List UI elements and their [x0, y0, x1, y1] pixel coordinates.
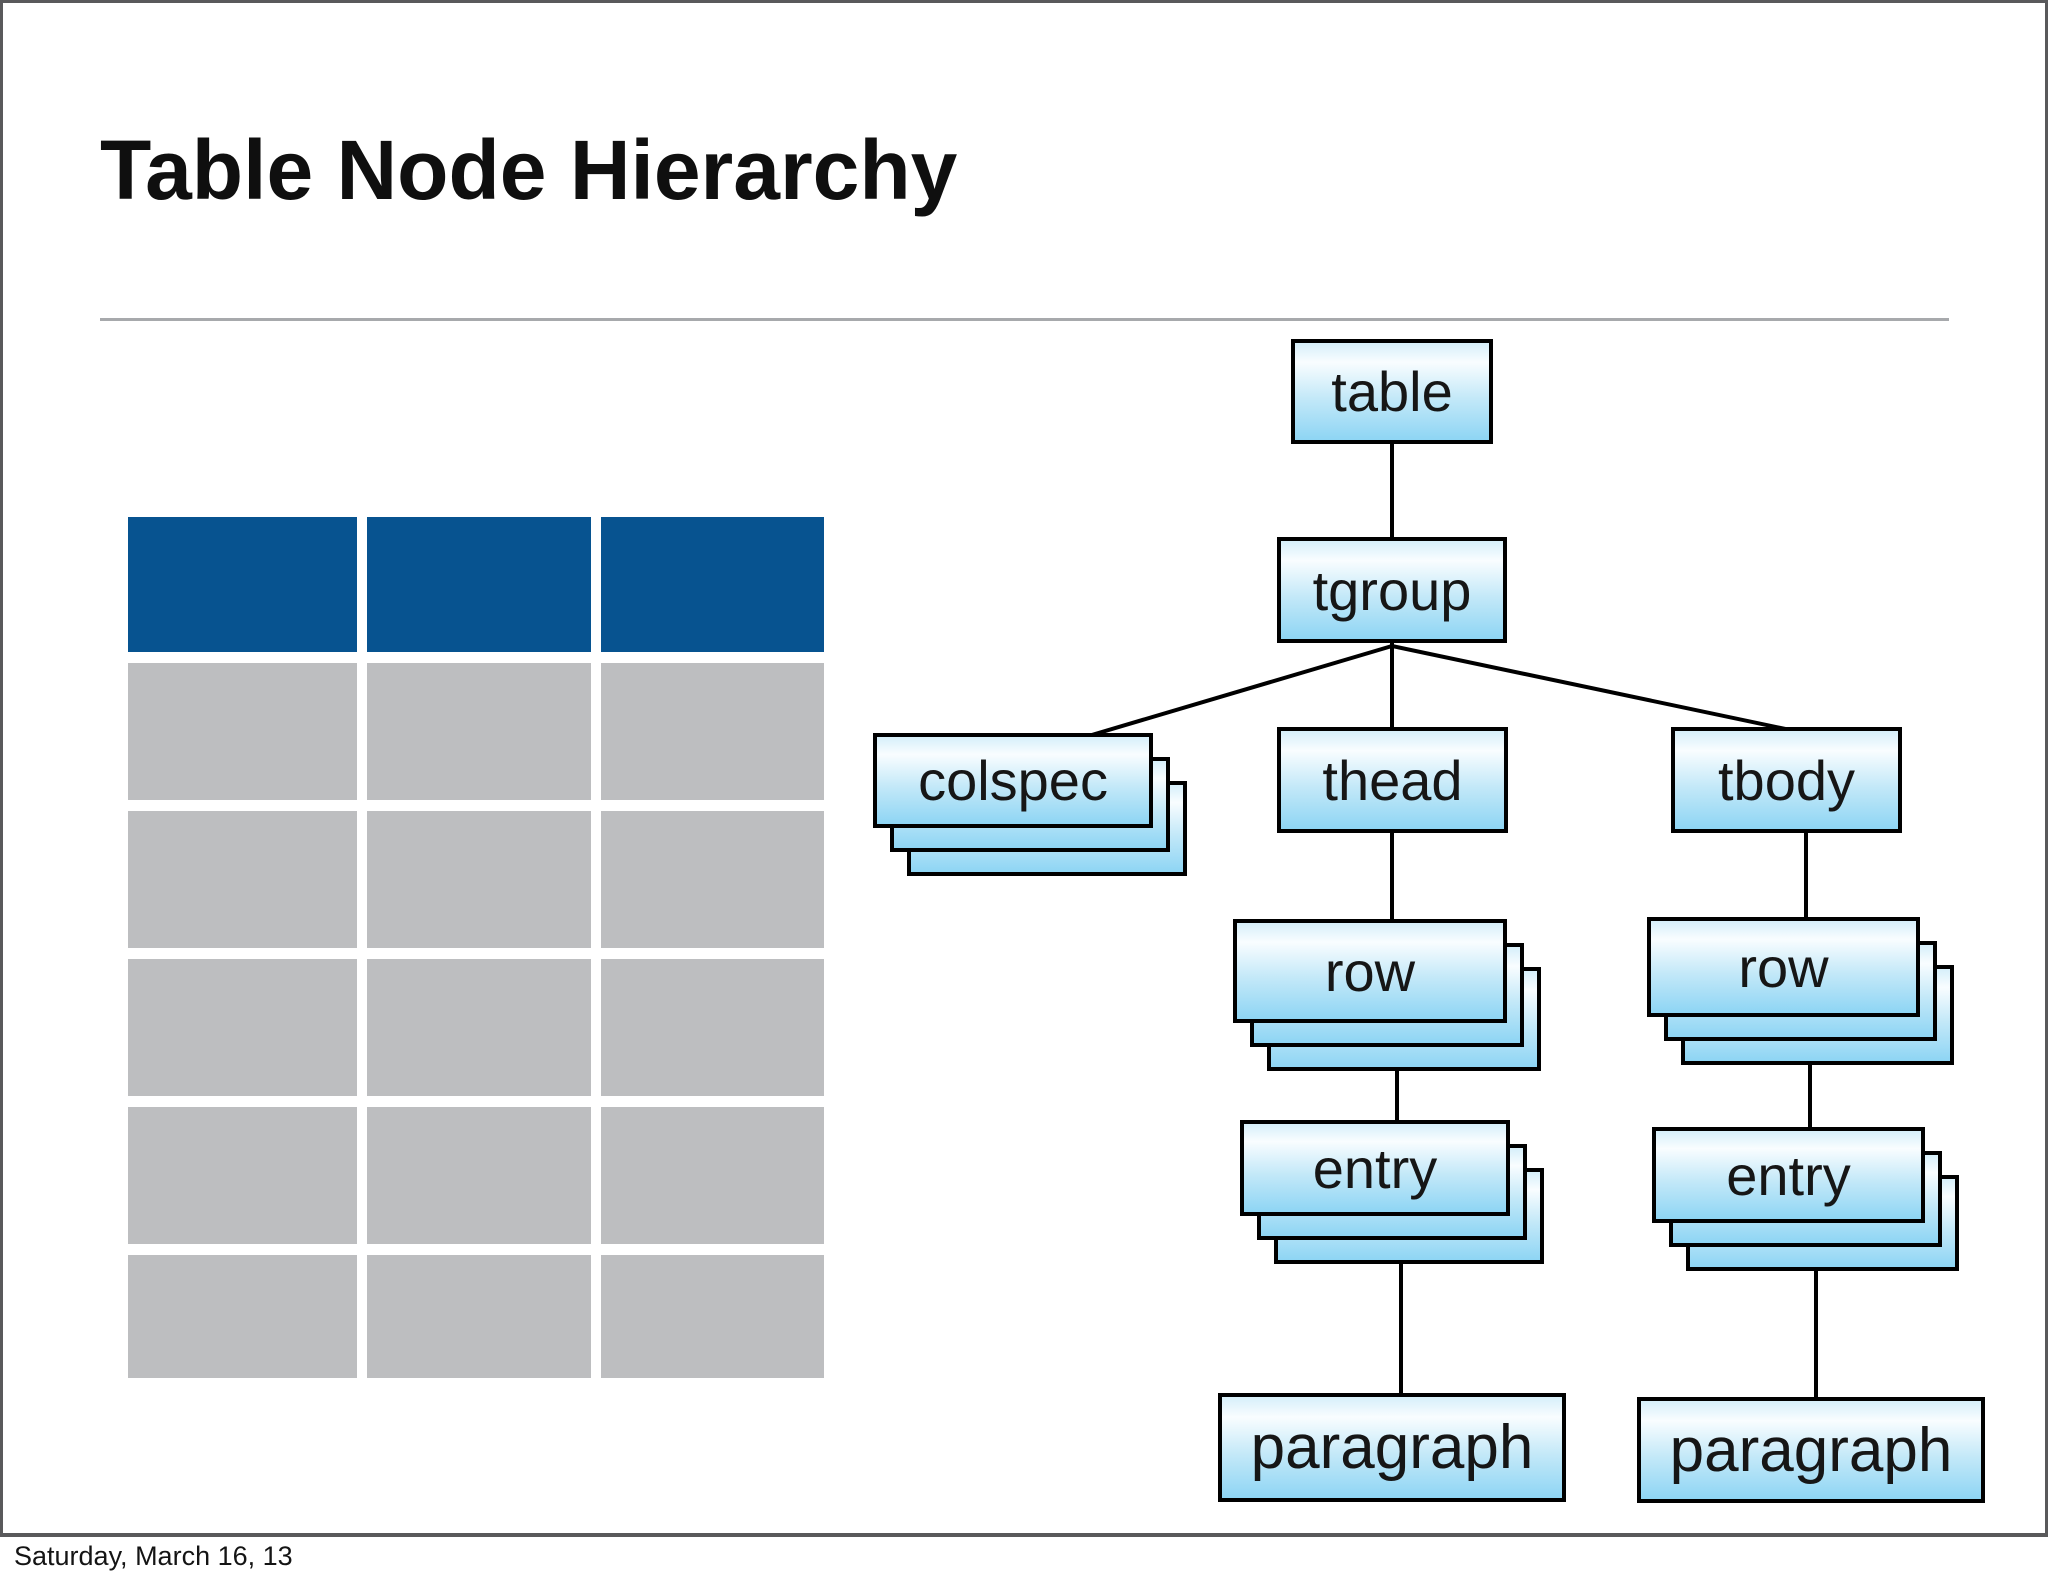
tree-node-thead-label: thead	[1322, 748, 1463, 812]
table-thumbnail	[128, 517, 824, 1378]
slide-border-left	[0, 0, 3, 1536]
connector-tgroup-tbody	[1391, 644, 1796, 733]
tree-node-table-label: table	[1331, 360, 1453, 423]
table-body-cell	[367, 959, 591, 1096]
tree-node-paragraph-thead: paragraph	[1218, 1393, 1566, 1502]
tree-node-tgroup: tgroup	[1277, 537, 1507, 643]
tree-node-entry-tbody: entry	[1652, 1127, 1925, 1223]
table-header-cell	[601, 517, 824, 652]
table-body-cell	[128, 811, 357, 948]
table-body-cell	[601, 811, 824, 948]
table-body-cell	[601, 1107, 824, 1244]
table-body-cell	[601, 959, 824, 1096]
footer-timestamp: Saturday, March 16, 13	[14, 1541, 293, 1571]
table-header-cell	[367, 517, 591, 652]
slide-title: Table Node Hierarchy	[100, 123, 958, 217]
table-header-cell	[128, 517, 357, 652]
table-body-cell	[367, 811, 591, 948]
table-body-cell	[128, 959, 357, 1096]
tree-node-colspec: colspec	[873, 733, 1153, 828]
slide-border-bottom	[0, 1533, 2048, 1537]
title-divider	[100, 318, 1949, 321]
table-body-cell	[367, 1255, 591, 1378]
tree-node-paragraph-tbody: paragraph	[1637, 1397, 1985, 1503]
table-body-cell	[601, 1255, 824, 1378]
tree-node-tbody-label: tbody	[1718, 748, 1855, 812]
tree-node-tgroup-label: tgroup	[1312, 558, 1472, 622]
tree-node-entry-thead-label: entry	[1312, 1136, 1438, 1200]
table-body-cell	[367, 1107, 591, 1244]
tree-node-entry-tbody-label: entry	[1726, 1143, 1851, 1207]
connector-tgroup-colspec	[1084, 644, 1393, 739]
tree-node-row-tbody-label: row	[1738, 935, 1829, 999]
tree-node-colspec-label: colspec	[918, 749, 1108, 812]
table-body-cell	[128, 1255, 357, 1378]
tree-node-table: table	[1291, 339, 1493, 444]
tree-node-row-thead-label: row	[1324, 939, 1416, 1003]
slide-border-right	[2045, 0, 2048, 1536]
slide-border-top	[0, 0, 2048, 3]
tree-node-paragraph-thead-label: paragraph	[1250, 1413, 1534, 1482]
table-body-cell	[367, 663, 591, 800]
tree-node-thead: thead	[1277, 727, 1508, 833]
tree-node-row-tbody: row	[1647, 917, 1920, 1017]
tree-node-paragraph-tbody-label: paragraph	[1669, 1415, 1953, 1485]
table-body-cell	[601, 663, 824, 800]
tree-node-entry-thead: entry	[1240, 1120, 1510, 1216]
tree-node-tbody: tbody	[1671, 727, 1902, 833]
table-body-cell	[128, 1107, 357, 1244]
tree-node-row-thead: row	[1233, 919, 1507, 1023]
table-body-cell	[128, 663, 357, 800]
